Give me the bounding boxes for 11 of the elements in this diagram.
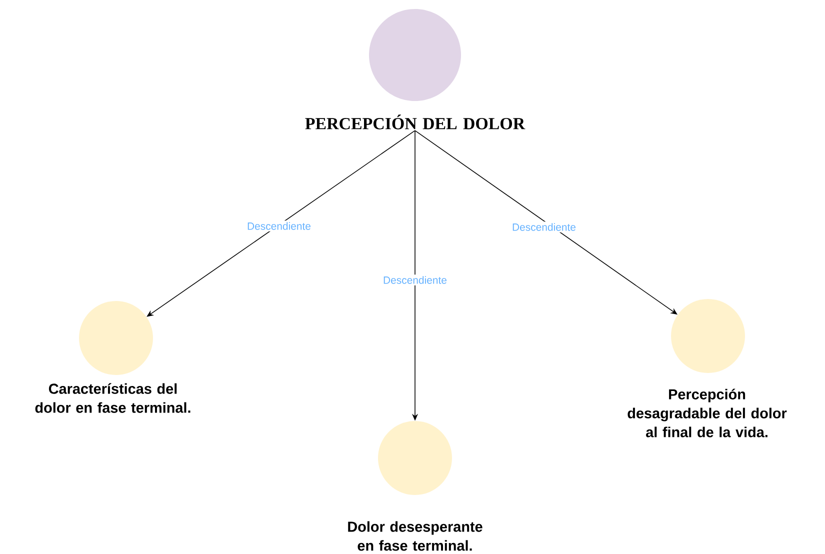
node-label: PERCEPCIÓN DEL DOLOR bbox=[305, 114, 526, 130]
edge-label: Descendiente bbox=[246, 220, 312, 232]
circle-node: Percepción desagradable del dolor al final de la vida. bbox=[628, 299, 787, 438]
circle-node: Características del dolor en fase terminal. bbox=[35, 301, 190, 413]
node-label: Características del dolor en fase terminal. bbox=[35, 383, 190, 413]
edge-label: Descendiente bbox=[382, 274, 448, 286]
node-label: Dolor desesperante en fase terminal. bbox=[348, 521, 482, 551]
node-label: Percepción desagradable del dolor al final de la vida. bbox=[628, 388, 787, 438]
circle-node: Dolor desesperante en fase terminal. bbox=[348, 421, 482, 551]
edge-label: Descendiente bbox=[510, 222, 578, 232]
circle-node: PERCEPCIÓN DEL DOLOR bbox=[305, 9, 526, 130]
